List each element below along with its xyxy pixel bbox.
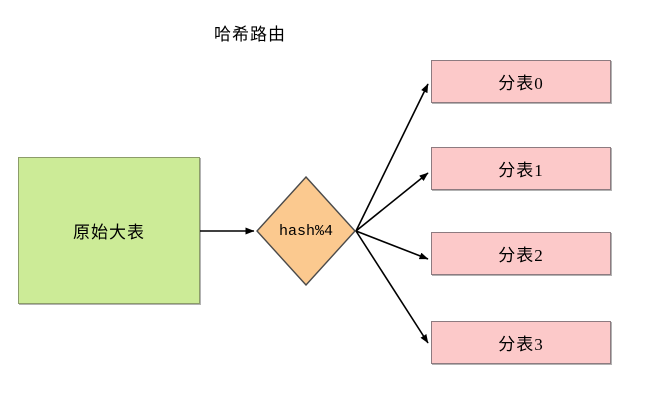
- edge-router-to-shard-2: [355, 230, 429, 260]
- node-hash-router-label: hash%4: [278, 222, 333, 240]
- node-source-table[interactable]: 原始大表: [18, 157, 200, 304]
- node-shard-3[interactable]: 分表3: [431, 321, 611, 364]
- edge-router-to-shard-0: [355, 83, 429, 232]
- node-shard-2[interactable]: 分表2: [431, 232, 611, 275]
- node-shard-0[interactable]: 分表0: [431, 60, 611, 103]
- edge-router-to-shard-3: [355, 230, 429, 344]
- node-hash-router[interactable]: hash%4: [256, 176, 356, 286]
- node-shard-1-label: 分表1: [498, 161, 544, 180]
- diamond-icon: [256, 176, 356, 286]
- node-shard-3-label: 分表3: [498, 335, 544, 354]
- node-shard-1[interactable]: 分表1: [431, 147, 611, 190]
- node-shard-0-label: 分表0: [498, 74, 544, 93]
- edge-router-to-shard-1: [355, 172, 429, 232]
- node-source-table-label: 原始大表: [73, 223, 145, 242]
- node-shard-2-label: 分表2: [498, 246, 544, 265]
- diagram-title: 哈希路由: [214, 25, 286, 44]
